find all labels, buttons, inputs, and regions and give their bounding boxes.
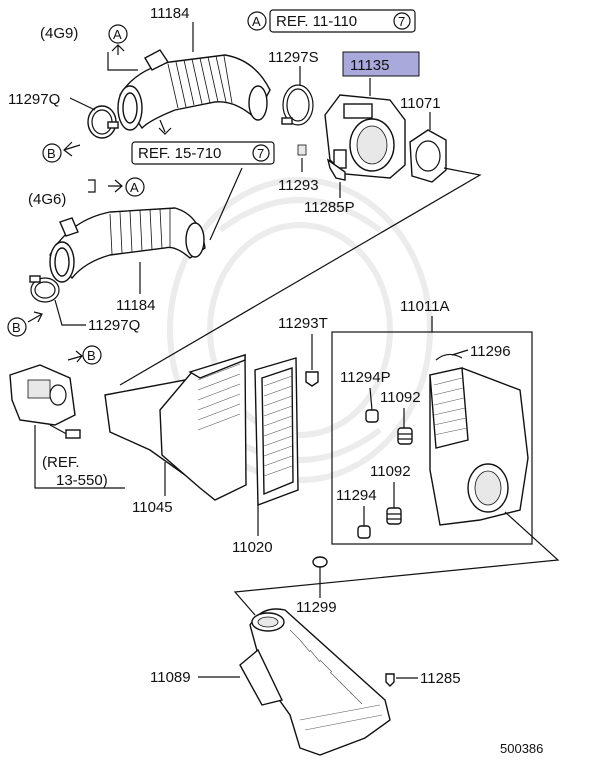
label-11045: 11045 — [132, 499, 173, 516]
grommet-11294 — [357, 525, 371, 539]
svg-text:B: B — [12, 320, 21, 335]
watermark-emblem — [167, 177, 433, 483]
marker-b-throttle: B — [67, 345, 102, 365]
screw-11285 — [385, 673, 395, 687]
diagram-number: 500386 — [500, 741, 543, 756]
grommet-11092-b — [386, 507, 402, 525]
leader-ref-to-hose — [209, 167, 243, 241]
clip-11296 — [435, 353, 463, 361]
label-11297Q-top: 11297Q — [8, 91, 60, 108]
svg-text:B: B — [87, 348, 96, 363]
svg-text:13-550): 13-550) — [56, 472, 108, 489]
gasket-11071 — [409, 129, 447, 183]
leader-gasket-to-cleaner — [119, 167, 482, 386]
clamp-11297S — [281, 84, 314, 126]
hose-11184-top — [117, 49, 271, 131]
label-11020: 11020 — [232, 539, 273, 556]
air-cleaner-cover-11011A — [429, 367, 529, 526]
label-11296: 11296 — [470, 343, 511, 360]
clip-11299 — [312, 556, 328, 575]
ref-box-11-110: A REF. 11-110 7 — [247, 9, 416, 33]
svg-text:A: A — [113, 27, 122, 42]
grommet-11092-a — [397, 427, 413, 445]
screw-11293 — [297, 144, 307, 172]
marker-b-top: B — [42, 141, 81, 163]
marker-a-4g9: A — [108, 24, 128, 55]
arrow-down-hose — [158, 119, 172, 135]
label-11135-highlight: 11135 — [342, 51, 420, 77]
clamp-11297Q-bottom — [29, 275, 60, 303]
label-11071: 11071 — [400, 95, 441, 112]
leader-4g9-arrow — [107, 52, 138, 71]
svg-text:REF. 11-110: REF. 11-110 — [276, 13, 357, 30]
label-11011A: 11011A — [400, 298, 450, 315]
ref-13-550: (REF. 13-550) — [34, 425, 125, 489]
group-box-11011A — [331, 331, 533, 545]
label-11297S: 11297S — [268, 49, 319, 66]
label-11092-a: 11092 — [380, 389, 421, 406]
label-11089: 11089 — [150, 669, 191, 686]
air-intake-duct-11089 — [239, 608, 391, 756]
svg-text:B: B — [47, 146, 56, 161]
label-11293T: 11293T — [278, 315, 328, 332]
bracket-11285P — [326, 158, 346, 198]
svg-text:7: 7 — [398, 14, 405, 29]
label-11294: 11294 — [336, 487, 377, 504]
label-11299: 11299 — [296, 599, 337, 616]
hose-11184-bottom — [49, 207, 206, 283]
air-cleaner-case-11045 — [104, 354, 247, 501]
svg-text:A: A — [252, 14, 261, 29]
label-11184-bottom: 11184 — [116, 297, 156, 314]
marker-a-4g6: A — [88, 177, 145, 197]
svg-text:A: A — [130, 180, 139, 195]
leader-cover-to-duct — [233, 511, 560, 616]
svg-text:REF. 15-710: REF. 15-710 — [138, 145, 221, 162]
grommet-11294P — [365, 409, 379, 423]
svg-text:(REF.: (REF. — [42, 454, 80, 471]
label-engine-4g6: (4G6) — [28, 191, 66, 208]
screw-11293T — [305, 371, 319, 387]
throttle-body-illustration — [9, 364, 81, 439]
label-11293: 11293 — [278, 177, 319, 194]
svg-text:7: 7 — [257, 146, 264, 161]
label-11297Q-bottom: 11297Q — [88, 317, 140, 334]
label-11092-b: 11092 — [370, 463, 411, 480]
svg-text:11135: 11135 — [350, 57, 390, 74]
clamp-11297Q-top — [87, 105, 119, 139]
marker-b-bottom: B — [7, 311, 43, 337]
label-11184-top: 11184 — [150, 5, 190, 22]
ref-box-15-710: REF. 15-710 7 — [131, 141, 275, 165]
label-11285P: 11285P — [304, 199, 355, 216]
air-filter-element-11020 — [254, 357, 299, 507]
label-11285: 11285 — [420, 670, 461, 687]
label-engine-4g9: (4G9) — [40, 25, 78, 42]
label-11294P: 11294P — [340, 369, 391, 386]
